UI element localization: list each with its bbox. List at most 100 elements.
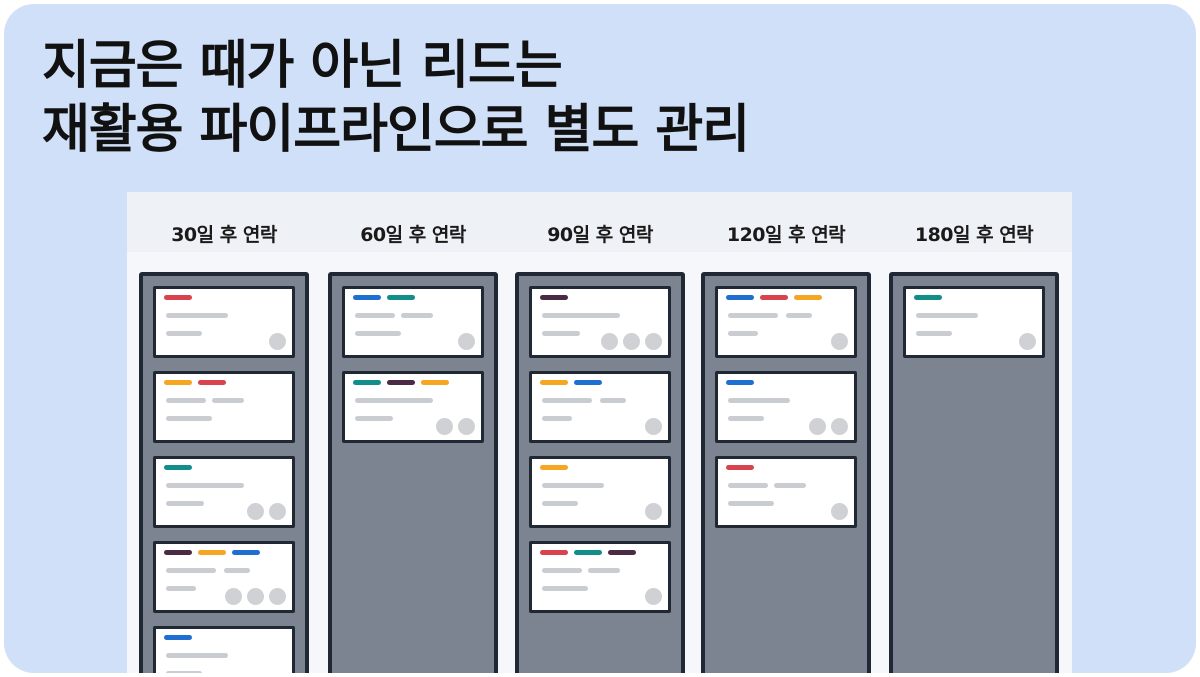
text-placeholder-line xyxy=(166,671,202,673)
tag-orange xyxy=(421,380,449,385)
tag-red xyxy=(164,295,192,300)
lead-card[interactable] xyxy=(529,286,671,358)
column-60 xyxy=(328,272,498,673)
column-30 xyxy=(139,272,309,673)
lead-card[interactable] xyxy=(153,626,295,673)
avatar-icon xyxy=(831,418,848,435)
tag-blue xyxy=(726,380,754,385)
text-placeholder-line xyxy=(542,398,592,403)
avatar-icon xyxy=(809,418,826,435)
text-placeholder-line xyxy=(166,398,206,403)
tag-purple xyxy=(164,550,192,555)
title-line-2: 재활용 파이프라인으로 별도 관리 xyxy=(42,100,750,160)
text-placeholder-line xyxy=(728,398,790,403)
text-placeholder-line xyxy=(212,398,244,403)
avatar-icon xyxy=(601,333,618,350)
text-placeholder-line xyxy=(542,568,582,573)
tag-red xyxy=(726,465,754,470)
lead-card[interactable] xyxy=(529,541,671,613)
lead-card[interactable] xyxy=(529,371,671,443)
slide-title: 지금은 때가 아닌 리드는 재활용 파이프라인으로 별도 관리 xyxy=(42,34,750,162)
text-placeholder-line xyxy=(588,568,620,573)
column-title-90: 90일 후 연락 xyxy=(547,224,653,246)
text-placeholder-line xyxy=(166,416,212,421)
text-placeholder-line xyxy=(728,313,778,318)
column-title-120: 120일 후 연락 xyxy=(726,224,846,246)
lead-card[interactable] xyxy=(342,371,484,443)
tag-teal xyxy=(353,380,381,385)
text-placeholder-line xyxy=(542,501,578,506)
title-line-1: 지금은 때가 아닌 리드는 xyxy=(42,36,563,96)
kanban-board: 30일 후 연락 60일 후 연락 90일 후 연락 120일 후 연락 180… xyxy=(127,192,1072,673)
avatar-icon xyxy=(645,333,662,350)
tag-orange xyxy=(198,550,226,555)
text-placeholder-line xyxy=(728,501,774,506)
text-placeholder-line xyxy=(166,568,216,573)
tag-red xyxy=(760,295,788,300)
text-placeholder-line xyxy=(166,331,202,336)
text-placeholder-line xyxy=(355,313,395,318)
text-placeholder-line xyxy=(355,398,433,403)
text-placeholder-line xyxy=(355,416,393,421)
lead-card[interactable] xyxy=(715,286,857,358)
lead-card[interactable] xyxy=(342,286,484,358)
tag-teal xyxy=(914,295,942,300)
avatar-icon xyxy=(645,418,662,435)
avatar-icon xyxy=(831,333,848,350)
tag-orange xyxy=(794,295,822,300)
text-placeholder-line xyxy=(916,331,952,336)
lead-card[interactable] xyxy=(153,371,295,443)
slide: 지금은 때가 아닌 리드는 재활용 파이프라인으로 별도 관리 30일 후 연락… xyxy=(4,4,1196,673)
text-placeholder-line xyxy=(542,416,572,421)
avatar-icon xyxy=(645,588,662,605)
text-placeholder-line xyxy=(224,568,250,573)
tag-blue xyxy=(164,635,192,640)
avatar-icon xyxy=(645,503,662,520)
tag-teal xyxy=(164,465,192,470)
column-title-60: 60일 후 연락 xyxy=(360,224,466,246)
avatar-icon xyxy=(225,588,242,605)
tag-purple xyxy=(608,550,636,555)
text-placeholder-line xyxy=(916,313,978,318)
avatar-icon xyxy=(436,418,453,435)
avatar-icon xyxy=(1019,333,1036,350)
avatar-icon xyxy=(831,503,848,520)
avatar-icon xyxy=(623,333,640,350)
text-placeholder-line xyxy=(728,483,768,488)
tag-orange xyxy=(164,380,192,385)
tag-purple xyxy=(387,380,415,385)
tag-blue xyxy=(574,380,602,385)
text-placeholder-line xyxy=(401,313,433,318)
lead-card[interactable] xyxy=(529,456,671,528)
lead-card[interactable] xyxy=(153,456,295,528)
lead-card[interactable] xyxy=(903,286,1045,358)
lead-card[interactable] xyxy=(153,541,295,613)
tag-red xyxy=(540,550,568,555)
text-placeholder-line xyxy=(355,331,401,336)
avatar-icon xyxy=(458,418,475,435)
tag-blue xyxy=(232,550,260,555)
text-placeholder-line xyxy=(542,483,604,488)
avatar-icon xyxy=(247,503,264,520)
avatar-icon xyxy=(269,503,286,520)
text-placeholder-line xyxy=(542,313,620,318)
tag-orange xyxy=(540,380,568,385)
avatar-icon xyxy=(458,333,475,350)
text-placeholder-line xyxy=(728,331,758,336)
lead-card[interactable] xyxy=(715,371,857,443)
avatar-icon xyxy=(247,588,264,605)
column-180 xyxy=(889,272,1059,673)
column-title-180: 180일 후 연락 xyxy=(914,224,1034,246)
tag-purple xyxy=(540,295,568,300)
lead-card[interactable] xyxy=(715,456,857,528)
avatar-icon xyxy=(269,333,286,350)
avatar-icon xyxy=(269,588,286,605)
text-placeholder-line xyxy=(166,586,196,591)
tag-teal xyxy=(574,550,602,555)
column-120 xyxy=(701,272,871,673)
tag-blue xyxy=(353,295,381,300)
lead-card[interactable] xyxy=(153,286,295,358)
column-title-30: 30일 후 연락 xyxy=(171,224,277,246)
tag-teal xyxy=(387,295,415,300)
text-placeholder-line xyxy=(728,416,764,421)
